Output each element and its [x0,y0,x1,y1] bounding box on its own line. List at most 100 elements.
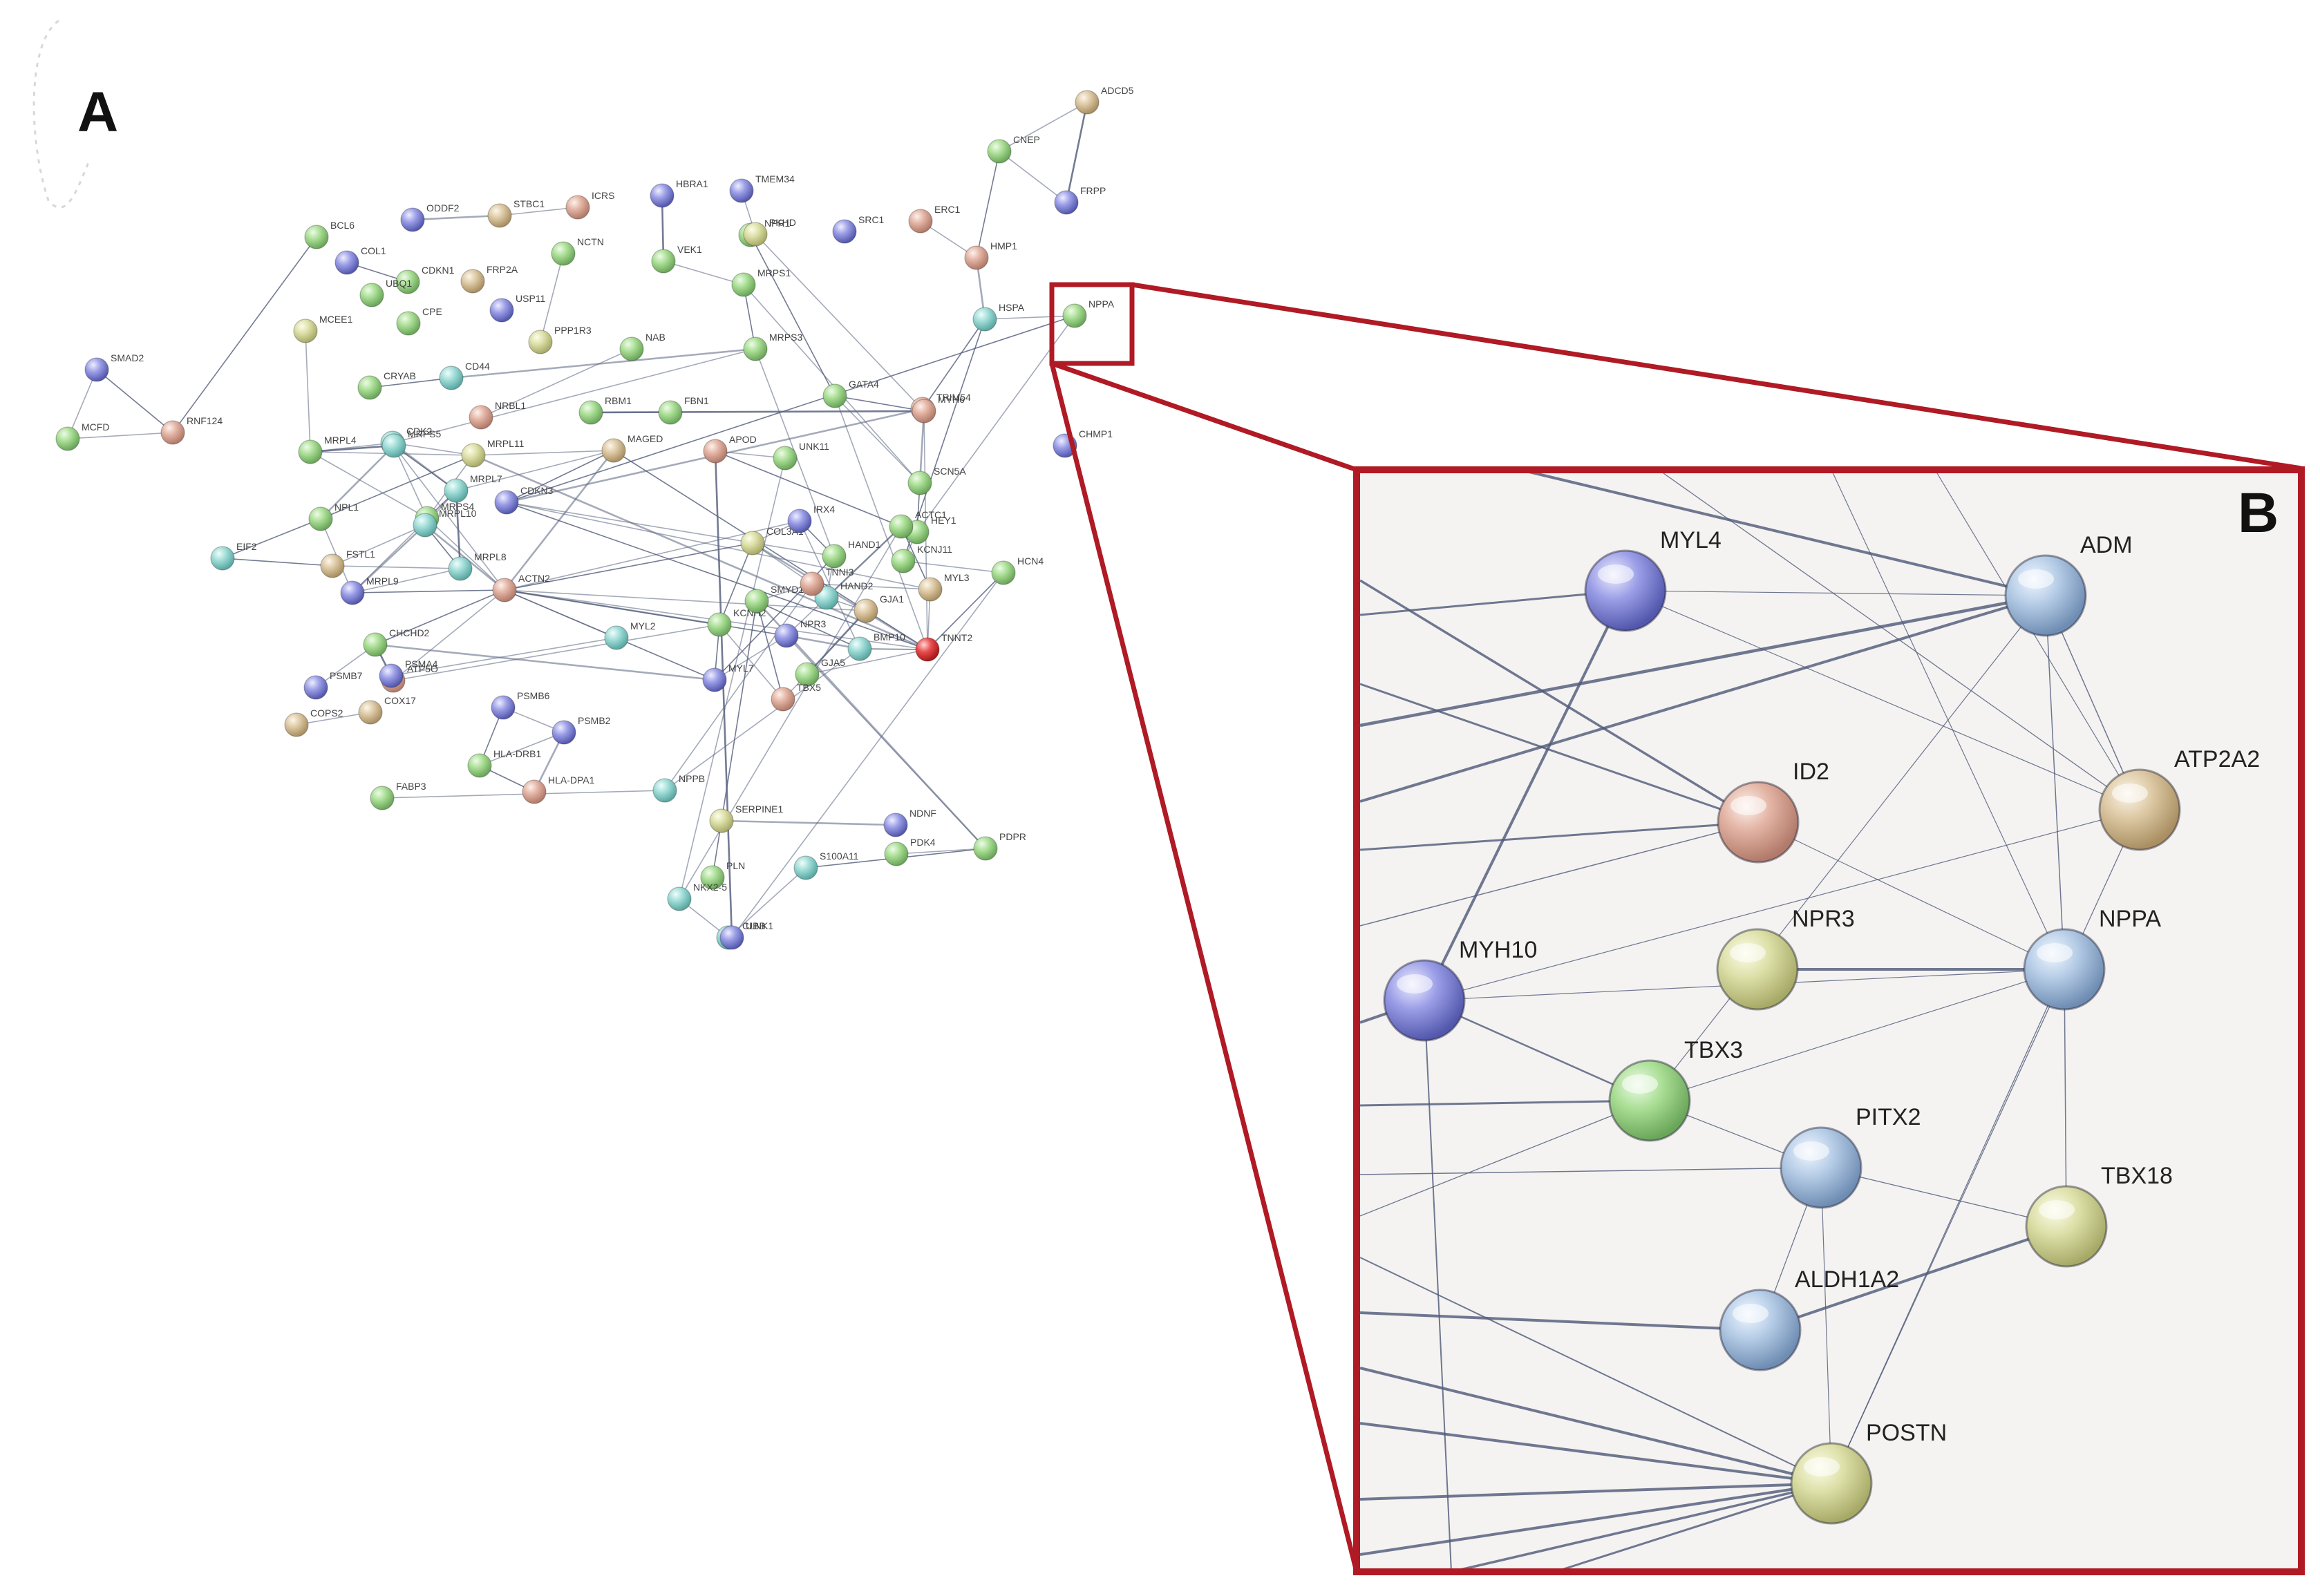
network-a-edge [1065,102,1088,203]
network-a-node-label: COPS2 [310,707,343,719]
network-b-edge [1359,1367,1832,1485]
network-a-node-cdkn3: CDKN3 [494,485,554,515]
network-a-edge [834,395,921,484]
node-sphere [379,663,404,688]
node-sphere [854,598,878,623]
network-a-edge [375,643,715,681]
node-sphere [707,612,732,637]
network-a-node-label: NPPA [1088,298,1115,310]
network-a-node-mcee1: MCEE1 [293,314,352,343]
network-a-edge [352,589,505,593]
node-sphere [1062,303,1087,328]
network-a-node-hbra1: HBRA1 [650,178,708,208]
node-sphere [773,446,798,471]
network-b-node-myl4: MYL4 [1584,527,1722,632]
network-a-node-cops2: COPS2 [284,707,343,737]
network-a-node-label: FRPP [1080,185,1106,196]
network-a-node-mrpl10: MRPL10 [413,508,477,538]
node-sphere [1608,1059,1691,1142]
network-b-node-label: TBX3 [1684,1037,1743,1063]
node-sphere [891,549,916,573]
network-a-node-label: MRPL10 [439,508,477,519]
network-a-edge [807,610,867,675]
network-a-node-label: MRPL7 [470,473,502,484]
node-highlight [1804,1457,1840,1476]
node-sphere [551,241,576,266]
network-b-node-aldh1a2: ALDH1A2 [1719,1266,1899,1371]
node-sphere [703,439,728,464]
network-a-node-label: BCL6 [330,220,355,231]
network-a-edge [664,648,860,791]
network-a-node-label: PSMB6 [517,690,550,701]
node-sphere [461,443,486,468]
node-sphere [444,478,469,503]
network-a-node-myh6: MYH6 [912,394,965,424]
network-a-node-src1: SRC1 [832,214,885,244]
node-sphere [55,426,80,451]
network-a-node-hspa: HSPA [972,302,1025,332]
network-a-edge [540,253,564,343]
network-a-node-hla-drb1: HLA-DRB1 [467,748,541,778]
network-b-edge [1359,593,2046,728]
node-sphere [494,490,519,515]
network-a-node-label: PPP1R3 [554,325,592,336]
network-a-edge [752,542,928,651]
network-a-edge [916,315,1075,533]
network-a-node-label: TMEM34 [755,173,795,184]
network-a-edge [320,445,395,520]
network-a-node-label: TNNI3 [826,567,854,578]
network-a-node-ubq1: UBQ1 [359,278,412,307]
network-a-edge [392,442,474,456]
network-a-node-psmb7: PSMB7 [303,670,363,700]
network-a-node-label: NAB [645,332,666,343]
network-a-node-label: MRPL11 [487,438,525,449]
network-a-edge [506,502,931,590]
network-a-node-mrpl9: MRPL9 [340,576,399,605]
network-a-edge [506,502,928,650]
network-a-node-label: ADCD5 [1101,85,1134,96]
network-b-node-label: ID2 [1793,759,1829,785]
network-a-node-label: NPL1 [334,502,359,513]
network-a-node-label: UBQ1 [386,278,412,289]
network-a-node-label: PDPR [999,831,1026,842]
network-a-node-scn5a: SCN5A [907,466,966,495]
network-a-edge [305,330,311,453]
network-a-node-smyd1: SMYD1 [744,584,804,614]
network-a-node-label: GATA4 [849,379,879,390]
network-a-edge [352,524,426,593]
network-a-node-label: CDKN3 [520,485,554,496]
node-sphere [293,319,318,343]
network-a-node-label: SMAD2 [111,352,144,363]
network-a-edge [499,207,578,216]
node-sphere [800,571,824,596]
network-a-node-label: APOD [729,434,757,445]
node-sphere [907,471,932,495]
network-a-edge [714,450,733,938]
network-b-edge [1359,1482,1832,1501]
network-a-node-erc1: ERC1 [908,204,961,234]
zoom-connector-top [1131,282,2302,471]
network-a-node-label: CPE [422,306,442,317]
network-a-node-label: MCFD [82,421,109,433]
network-a-node-label: NDNF [909,808,936,819]
network-a-node-bmp10: BMP10 [847,631,905,661]
network-a-node-maged: MAGED [601,433,663,463]
network-a-node-label: MYL7 [728,663,754,674]
node-sphere [1584,549,1667,632]
network-a-node-label: TRIM54 [936,392,971,403]
node-sphere [448,556,473,581]
node-sphere [460,269,485,294]
network-a-edge [424,524,505,591]
node-sphere [972,307,997,332]
node-sphere [210,546,235,571]
network-a-node-nrbl1: NRBL1 [469,400,526,430]
node-sphere [467,753,492,778]
network-a-node-label: CRYAB [384,370,416,381]
network-a-node-label: HSPA [999,302,1025,313]
network-a-node-psma4: PSMA4 [379,658,438,688]
node-sphere [2098,768,2181,851]
network-a-edge [315,644,376,688]
network-a-node-label: UBB [746,920,766,931]
